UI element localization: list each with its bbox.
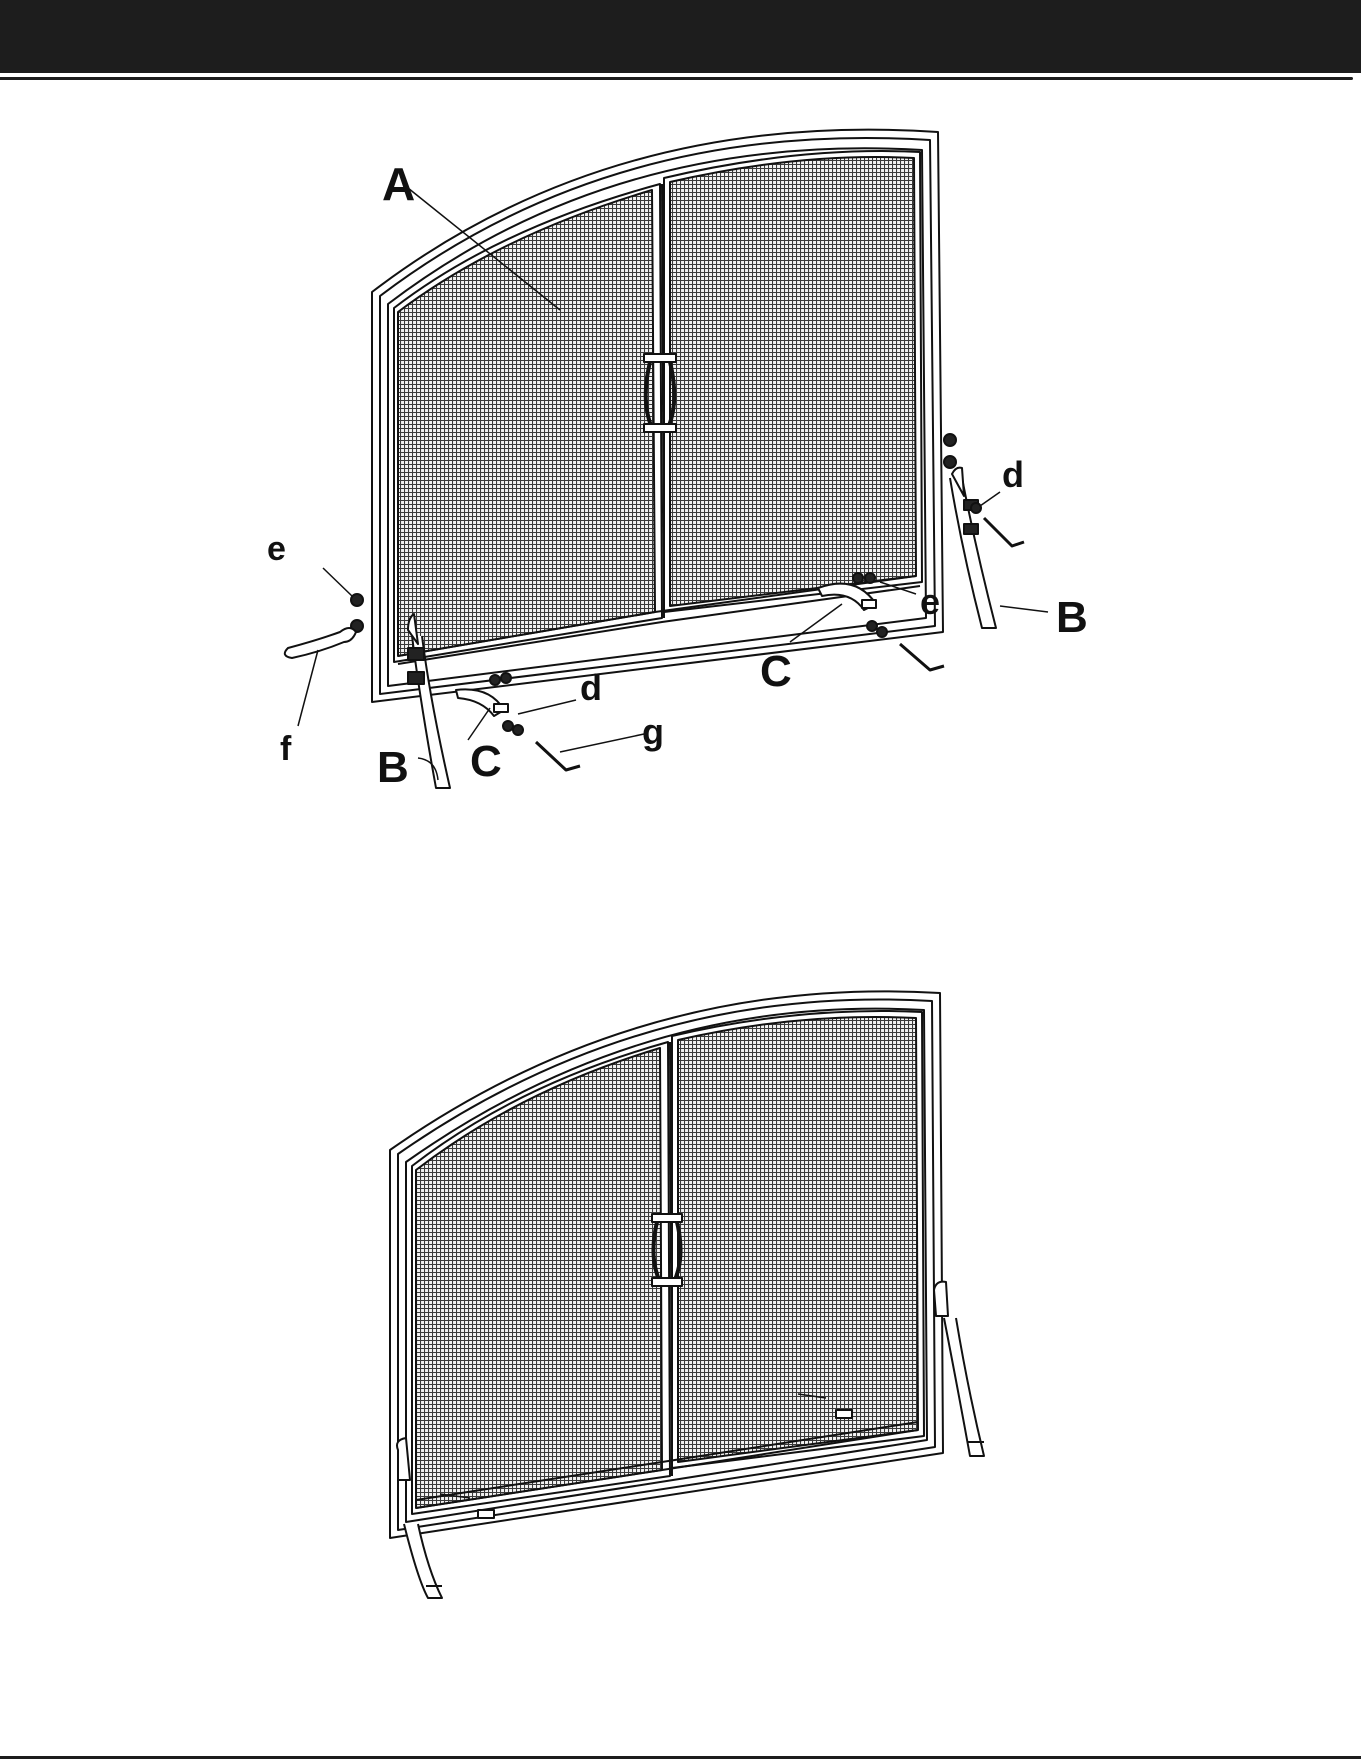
label-e-right: e (920, 581, 940, 622)
figure-assembled (390, 991, 984, 1598)
label-C-right: C (760, 647, 792, 696)
label-d-right: d (1002, 454, 1024, 495)
label-f: f (280, 730, 292, 768)
label-C-left: C (470, 737, 502, 786)
figure-exploded (285, 130, 1048, 788)
label-A: A (382, 158, 415, 210)
right-leg (934, 1282, 948, 1316)
label-g: g (642, 711, 664, 752)
label-B-left: B (377, 743, 409, 792)
right-door-mesh (678, 1017, 918, 1462)
right-door-mesh (670, 157, 916, 606)
label-d-left: d (580, 667, 602, 708)
wrench (285, 628, 356, 658)
label-B-right: B (1056, 593, 1088, 642)
right-hex-key (900, 644, 944, 670)
label-e-left: e (267, 530, 286, 568)
footer-rule (0, 1756, 1361, 1759)
left-hex-key (536, 742, 580, 770)
